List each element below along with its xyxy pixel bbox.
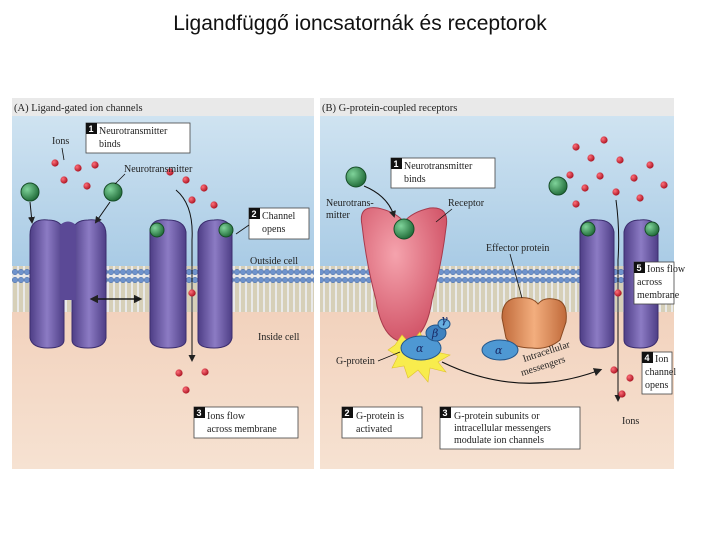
ions-inside-b: [610, 366, 634, 398]
ions-label: Ions: [52, 136, 69, 147]
step-a2-leader: [235, 224, 250, 235]
neurotransmitter-label-b-1: Neurotrans-: [326, 198, 374, 209]
neurotransmitter-ligand: [103, 182, 123, 202]
effector-protein: [501, 297, 567, 349]
step-text: binds: [99, 139, 121, 150]
neurotransmitter-label: Neurotransmitter: [124, 164, 193, 175]
step-text: channel: [645, 367, 676, 378]
alpha-label-2: α: [495, 344, 503, 357]
page-title: Ligandfüggő ioncsatornák és receptorok: [173, 12, 547, 35]
effector-leader: [509, 253, 523, 299]
step-a3-callout: 3 Ions flow across membrane: [193, 406, 299, 439]
ion-in-pore-b: [614, 289, 622, 297]
neurotransmitter-label-b-2: mitter: [326, 210, 351, 221]
step-text: Ions flow: [647, 264, 686, 275]
neurotransmitter-ligand: [345, 166, 367, 188]
neurotransmitter-ligand: [548, 176, 568, 196]
step-text: G-protein is: [356, 411, 404, 422]
step-text: G-protein subunits or: [454, 411, 540, 422]
g-protein-label: G-protein: [336, 356, 375, 367]
panel-a: (A) Ligand-gated ion channels: [12, 98, 314, 469]
step-number: 1: [89, 124, 94, 134]
step-text: intracellular messengers: [454, 423, 551, 434]
g-protein-alpha: [400, 335, 442, 361]
step-text: opens: [645, 380, 668, 391]
step-number: 1: [394, 159, 399, 169]
gpcr-receptor: [360, 207, 448, 343]
ion-flow-arrow-b: [614, 199, 622, 402]
outside-cell-label: Outside cell: [250, 256, 298, 267]
g-protein-leader: [377, 351, 401, 362]
ions-leader: [61, 147, 65, 161]
inside-cell-label: Inside cell: [258, 332, 300, 343]
g-protein-gamma: [437, 318, 451, 330]
bound-neurotransmitter: [218, 222, 234, 238]
ions-outside-a: [51, 159, 218, 209]
bound-neurotransmitter: [644, 221, 660, 237]
step-text: across membrane: [207, 424, 277, 435]
step-text: across: [637, 277, 662, 288]
step-text: Neurotransmitter: [404, 161, 473, 172]
step-text: Channel: [262, 211, 296, 222]
step-b2-callout: 2 G-protein is activated: [341, 406, 423, 439]
step-number: 4: [645, 353, 650, 363]
neurotransmitter-ligand: [20, 182, 40, 202]
binding-arrow: [94, 201, 111, 224]
bound-neurotransmitter: [393, 218, 415, 240]
panel-a-title: (A) Ligand-gated ion channels: [14, 103, 143, 114]
step-a1-callout: 1 Neurotransmitter binds: [85, 122, 191, 154]
step-text: Ion: [655, 354, 668, 365]
ions-inside-a: [175, 368, 209, 394]
binding-arrow: [28, 201, 35, 224]
effector-label: Effector protein: [486, 243, 549, 254]
panel-b-title: (B) G-protein-coupled receptors: [322, 103, 457, 114]
binding-arrow: [363, 185, 396, 218]
step-a2-callout: 2 Channel opens: [248, 207, 310, 240]
messenger-arrow: [441, 361, 603, 384]
ions-label-b: Ions: [622, 416, 639, 427]
step-text: membrane: [637, 290, 680, 301]
free-alpha-subunit: [481, 339, 519, 361]
gamma-label: γ: [441, 313, 448, 326]
step-number: 2: [345, 408, 350, 418]
step-number: 5: [637, 263, 642, 273]
panel-b: (B) G-protein-coupled receptors α β γ α …: [320, 98, 686, 469]
ions-outside-b: [566, 136, 668, 208]
open-ion-channel: [149, 219, 233, 349]
step-b3-callout: 3 G-protein subunits or intracellular me…: [439, 406, 581, 450]
step-number: 3: [443, 408, 448, 418]
ion-in-pore: [188, 289, 196, 297]
step-b5-callout: 5 Ions flow across membrane: [633, 261, 686, 305]
g-protein-beta: [425, 324, 447, 342]
closed-ion-channel: [29, 219, 107, 349]
bound-neurotransmitter: [149, 222, 165, 238]
bound-neurotransmitter: [580, 221, 596, 237]
step-text: Neurotransmitter: [99, 126, 168, 137]
step-text: binds: [404, 174, 426, 185]
alpha-label: α: [416, 342, 424, 355]
beta-label: β: [431, 327, 438, 340]
step-text: opens: [262, 224, 285, 235]
receptor-leader: [435, 208, 453, 223]
step-text: Ions flow: [207, 411, 246, 422]
step-number: 2: [252, 209, 257, 219]
step-b1-callout: 1 Neurotransmitter binds: [390, 157, 496, 189]
ion-flow-arrow: [175, 189, 196, 362]
step-text: modulate ion channels: [454, 435, 544, 446]
step-number: 3: [197, 408, 202, 418]
neurotransmitter-leader: [114, 173, 126, 185]
receptor-label: Receptor: [448, 198, 485, 209]
step-text: activated: [356, 424, 392, 435]
step-b4-callout: 4 Ion channel opens: [641, 351, 676, 395]
